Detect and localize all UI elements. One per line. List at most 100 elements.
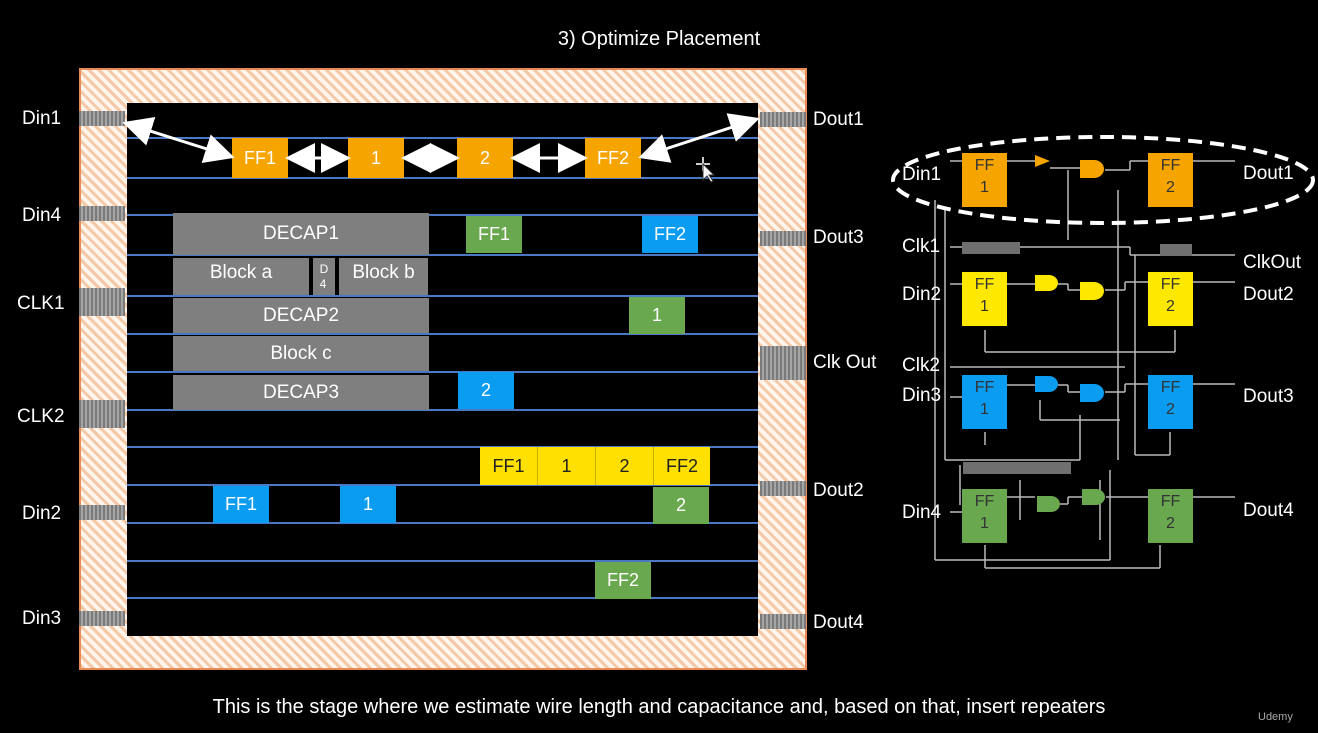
sch-ff-label: FF bbox=[974, 379, 995, 396]
blue-ff1-cell: FF1 bbox=[213, 486, 269, 523]
pin-label-dout2: Dout2 bbox=[813, 480, 864, 501]
pin-dout4 bbox=[760, 614, 806, 629]
sch-ff1-row3: FF 1 bbox=[962, 375, 1007, 429]
pin-clk2 bbox=[79, 400, 125, 428]
clock-buffer-bar bbox=[963, 462, 1071, 474]
blue-repeater-2-cell: 2 bbox=[458, 372, 514, 409]
sch-ff1-row2: FF 1 bbox=[962, 272, 1007, 326]
sch-ff-label: FF bbox=[974, 157, 995, 174]
pin-dout1 bbox=[760, 112, 806, 127]
slide-title: 3) Optimize Placement bbox=[557, 28, 761, 50]
decap2-block: DECAP2 bbox=[173, 298, 429, 333]
sch-label-clk2: Clk2 bbox=[902, 355, 941, 376]
highlight-ellipse bbox=[891, 135, 1315, 225]
clock-buffer-bar bbox=[1160, 244, 1192, 256]
green-repeater-1-cell: 1 bbox=[629, 297, 685, 334]
yellow-repeater-2-cell: 2 bbox=[596, 447, 654, 485]
pin-label-din1: Din1 bbox=[22, 108, 62, 129]
sch-ff2-row3: FF 2 bbox=[1148, 375, 1193, 429]
pin-clk1 bbox=[79, 288, 125, 316]
pin-label-clk1: CLK1 bbox=[17, 293, 65, 314]
decap3-block: DECAP3 bbox=[173, 375, 429, 410]
sch-label-clkout: ClkOut bbox=[1243, 252, 1302, 273]
sch-ff-index: 1 bbox=[980, 401, 989, 418]
pin-din2 bbox=[79, 505, 125, 520]
orange-repeater-1-cell: 1 bbox=[348, 138, 404, 178]
orange-ff1-cell: FF1 bbox=[232, 138, 288, 178]
and-gate-icon bbox=[1080, 160, 1104, 178]
placement-row bbox=[127, 333, 758, 335]
pin-label-din4: Din4 bbox=[22, 205, 62, 226]
placement-row bbox=[127, 137, 758, 139]
clock-buffer-bar bbox=[962, 242, 1020, 254]
green-ff2-cell: FF2 bbox=[595, 562, 651, 599]
placement-row bbox=[127, 446, 758, 448]
sch-label-din2: Din2 bbox=[902, 284, 942, 305]
and-gate-icon bbox=[1082, 489, 1105, 505]
sch-label-dout2: Dout2 bbox=[1243, 284, 1294, 305]
sch-ff-label: FF bbox=[974, 276, 995, 293]
yellow-repeater-1-cell: 1 bbox=[538, 447, 596, 485]
and-gate-icon bbox=[1080, 384, 1104, 402]
sch-ff-index: 1 bbox=[980, 298, 989, 315]
pin-label-din3: Din3 bbox=[22, 608, 62, 629]
placement-row bbox=[127, 597, 758, 599]
sch-label-din3: Din3 bbox=[902, 385, 942, 406]
pin-label-din2: Din2 bbox=[22, 503, 62, 524]
sch-label-clk1: Clk1 bbox=[902, 236, 941, 257]
arrow-din1-ff1 bbox=[122, 116, 235, 164]
arrow-ff2-dout1 bbox=[638, 113, 760, 163]
sch-ff-index: 2 bbox=[1166, 298, 1175, 315]
blue-ff2-cell: FF2 bbox=[642, 216, 698, 253]
sch-ff2-row4: FF 2 bbox=[1148, 489, 1193, 543]
placement-row bbox=[127, 254, 758, 256]
block-a: Block a bbox=[173, 258, 309, 295]
yellow-ff2-cell: FF2 bbox=[654, 447, 710, 485]
sch-ff-label: FF bbox=[974, 493, 995, 510]
sch-ff-index: 2 bbox=[1166, 179, 1175, 196]
placement-row bbox=[127, 484, 758, 486]
sch-ff-index: 1 bbox=[980, 179, 989, 196]
blue-repeater-1-cell: 1 bbox=[340, 486, 396, 523]
and-gate-icon bbox=[1035, 275, 1058, 291]
pin-dout3 bbox=[760, 231, 806, 246]
decap1-block: DECAP1 bbox=[173, 213, 429, 255]
and-gate-icon bbox=[1035, 376, 1058, 392]
placement-row bbox=[127, 522, 758, 524]
sch-ff2-row2: FF 2 bbox=[1148, 272, 1193, 326]
sch-ff2-row1: FF 2 bbox=[1148, 153, 1193, 207]
placement-row bbox=[127, 560, 758, 562]
block-b: Block b bbox=[339, 258, 428, 295]
sch-label-dout3: Dout3 bbox=[1243, 386, 1294, 407]
sch-label-dout1: Dout1 bbox=[1243, 163, 1294, 184]
sch-ff1-row1: FF 1 bbox=[962, 153, 1007, 207]
yellow-ff1-cell: FF1 bbox=[480, 447, 538, 485]
pin-label-clkout: Clk Out bbox=[813, 352, 877, 373]
sch-ff1-row4: FF 1 bbox=[962, 489, 1007, 543]
udemy-watermark: Udemy bbox=[1258, 711, 1293, 723]
pin-label-clk2: CLK2 bbox=[17, 406, 65, 427]
pin-din1 bbox=[79, 111, 125, 126]
sch-ff-label: FF bbox=[1160, 276, 1181, 293]
green-repeater-2-cell: 2 bbox=[653, 487, 709, 524]
and-gate-icon bbox=[1037, 496, 1060, 512]
sch-ff-label: FF bbox=[1160, 157, 1181, 174]
move-cursor-icon bbox=[696, 157, 716, 183]
sch-ff-index: 1 bbox=[980, 515, 989, 532]
sch-label-din1: Din1 bbox=[902, 164, 942, 185]
sch-ff-index: 2 bbox=[1166, 515, 1175, 532]
orange-repeater-2-cell: 2 bbox=[457, 138, 513, 178]
pin-clkout bbox=[760, 346, 806, 380]
pin-label-dout1: Dout1 bbox=[813, 109, 864, 130]
placement-row bbox=[127, 295, 758, 297]
block-c: Block c bbox=[173, 336, 429, 371]
sch-ff-index: 2 bbox=[1166, 401, 1175, 418]
sch-ff-label: FF bbox=[1160, 379, 1181, 396]
sch-label-din4: Din4 bbox=[902, 502, 942, 523]
pin-dout2 bbox=[760, 481, 806, 496]
buffer-gate-icon bbox=[1035, 155, 1050, 167]
placement-row bbox=[127, 177, 758, 179]
sch-ff-label: FF bbox=[1160, 493, 1181, 510]
